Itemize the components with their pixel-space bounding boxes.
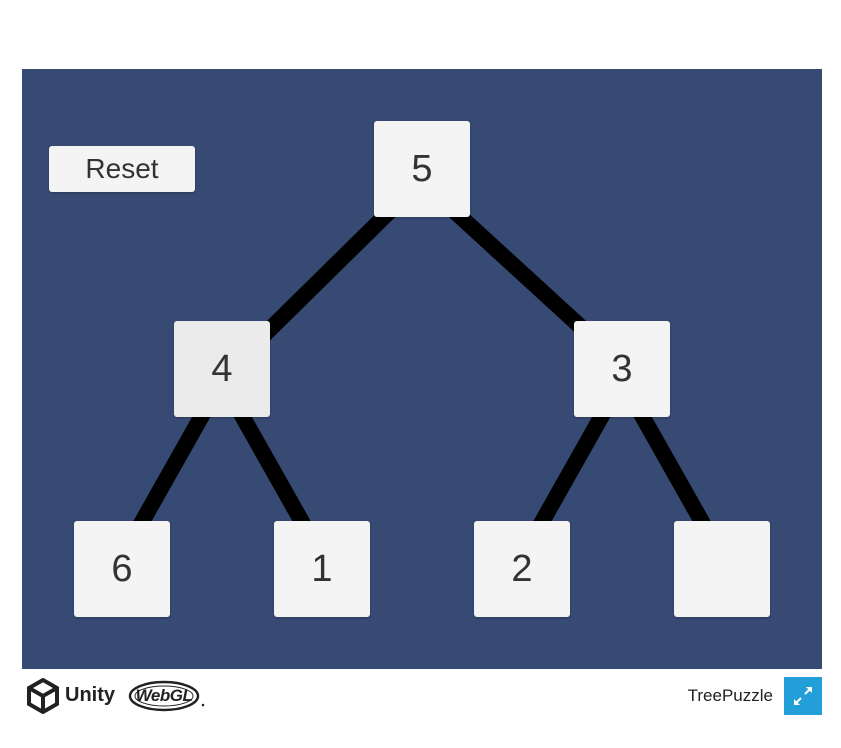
tree-node-right-right[interactable]: [674, 521, 770, 617]
webgl-logo-icon: WebGL: [128, 679, 208, 713]
tree-node-right[interactable]: 3: [574, 321, 670, 417]
game-canvas[interactable]: Reset 5 4 3 6 1 2: [22, 69, 822, 669]
unity-wordmark: Unity: [65, 684, 115, 706]
footer: Unity WebGL TreePuzzle: [22, 669, 822, 723]
tree-node-left[interactable]: 4: [174, 321, 270, 417]
tree-node-root[interactable]: 5: [374, 121, 470, 217]
edge-left-leftleft: [131, 401, 215, 533]
reset-button[interactable]: Reset: [49, 146, 195, 192]
unity-logo-icon: [27, 678, 59, 714]
edge-root-right: [446, 203, 600, 345]
tree-node-right-left[interactable]: 2: [474, 521, 570, 617]
edge-right-rightleft: [531, 401, 615, 533]
fullscreen-icon: [794, 687, 812, 705]
edge-left-leftright: [229, 401, 313, 533]
edge-root-left: [254, 203, 398, 345]
tree-node-left-right[interactable]: 1: [274, 521, 370, 617]
edge-right-rightright: [629, 401, 713, 533]
tree-edges: [131, 203, 713, 533]
tree-node-left-left[interactable]: 6: [74, 521, 170, 617]
game-title: TreePuzzle: [687, 686, 773, 705]
webgl-wordmark: WebGL: [135, 686, 193, 705]
fullscreen-button[interactable]: [784, 677, 822, 715]
